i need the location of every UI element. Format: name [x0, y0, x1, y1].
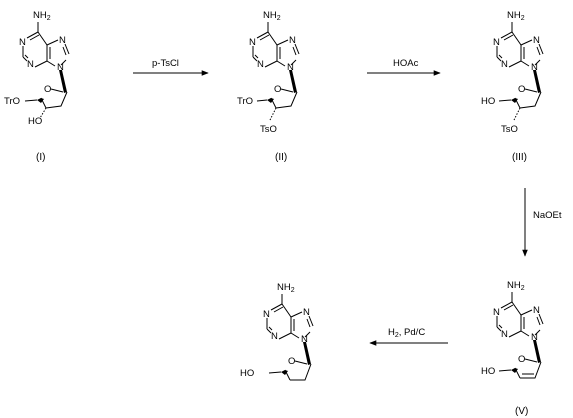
- reagent-label: H2, Pd/C: [388, 327, 425, 339]
- n3-label: N: [257, 59, 264, 70]
- n9-label: N: [287, 62, 294, 73]
- c5-substituent-label: TrO: [4, 96, 20, 107]
- n9-label: N: [531, 62, 538, 73]
- compound-caption: (II): [275, 152, 287, 163]
- arrow-step-4: H2, Pd/C: [369, 327, 448, 346]
- reagent-label: NaOEt: [533, 210, 562, 221]
- ring-oxygen-label: O: [274, 84, 281, 95]
- arrow-step-2: HOAc: [367, 58, 441, 76]
- nh2-label: NH2: [263, 10, 281, 22]
- n3-label: N: [501, 59, 508, 70]
- compound-product: NH2 N N N N O HO: [240, 282, 314, 381]
- n3-label: N: [501, 329, 508, 340]
- compound-V: NH2 N N N N O HO (V): [481, 280, 544, 417]
- n1-label: N: [263, 309, 270, 320]
- nh2-label: NH2: [507, 280, 525, 292]
- nh2-label: NH2: [33, 10, 51, 22]
- n9-label: N: [301, 334, 308, 345]
- c5-substituent-label: HO: [240, 368, 254, 379]
- n3-label: N: [271, 331, 278, 342]
- reagent-label: p-TsCl: [152, 58, 179, 69]
- n7-label: N: [533, 35, 540, 46]
- compound-II: NH2 N N N N O TrO TsO (II): [237, 10, 300, 163]
- ring-oxygen-label: O: [288, 356, 295, 367]
- arrow-step-1: p-TsCl: [133, 58, 209, 76]
- n1-label: N: [493, 37, 500, 48]
- c5-substituent-label: HO: [481, 96, 495, 107]
- compound-caption: (V): [515, 406, 528, 417]
- n1-label: N: [249, 37, 256, 48]
- nh2-label: NH2: [507, 10, 525, 22]
- n9-label: N: [531, 332, 538, 343]
- compound-caption: (I): [36, 152, 45, 163]
- compound-I: NH2 N N N N O TrO HO (I): [4, 10, 70, 163]
- c3-substituent-label: HO: [28, 116, 42, 127]
- c5-substituent-label: TrO: [237, 96, 253, 107]
- arrow-step-3: NaOEt: [522, 188, 562, 257]
- ring-oxygen-label: O: [518, 84, 525, 95]
- compound-caption: (III): [512, 152, 527, 163]
- n1-label: N: [19, 37, 26, 48]
- compound-III: NH2 N N N N O HO TsO (III): [481, 10, 544, 163]
- c3-substituent-label: TsO: [501, 124, 518, 135]
- c3-substituent-label: TsO: [260, 124, 277, 135]
- c5-substituent-label: HO: [481, 366, 495, 377]
- n1-label: N: [493, 307, 500, 318]
- reagent-label: HOAc: [393, 58, 419, 69]
- n7-label: N: [289, 35, 296, 46]
- ring-oxygen-label: O: [518, 354, 525, 365]
- nh2-label: NH2: [277, 282, 295, 294]
- ring-oxygen-label: O: [44, 84, 51, 95]
- n7-label: N: [303, 307, 310, 318]
- n7-label: N: [533, 305, 540, 316]
- n7-label: N: [59, 35, 66, 46]
- n9-label: N: [57, 62, 64, 73]
- n3-label: N: [27, 59, 34, 70]
